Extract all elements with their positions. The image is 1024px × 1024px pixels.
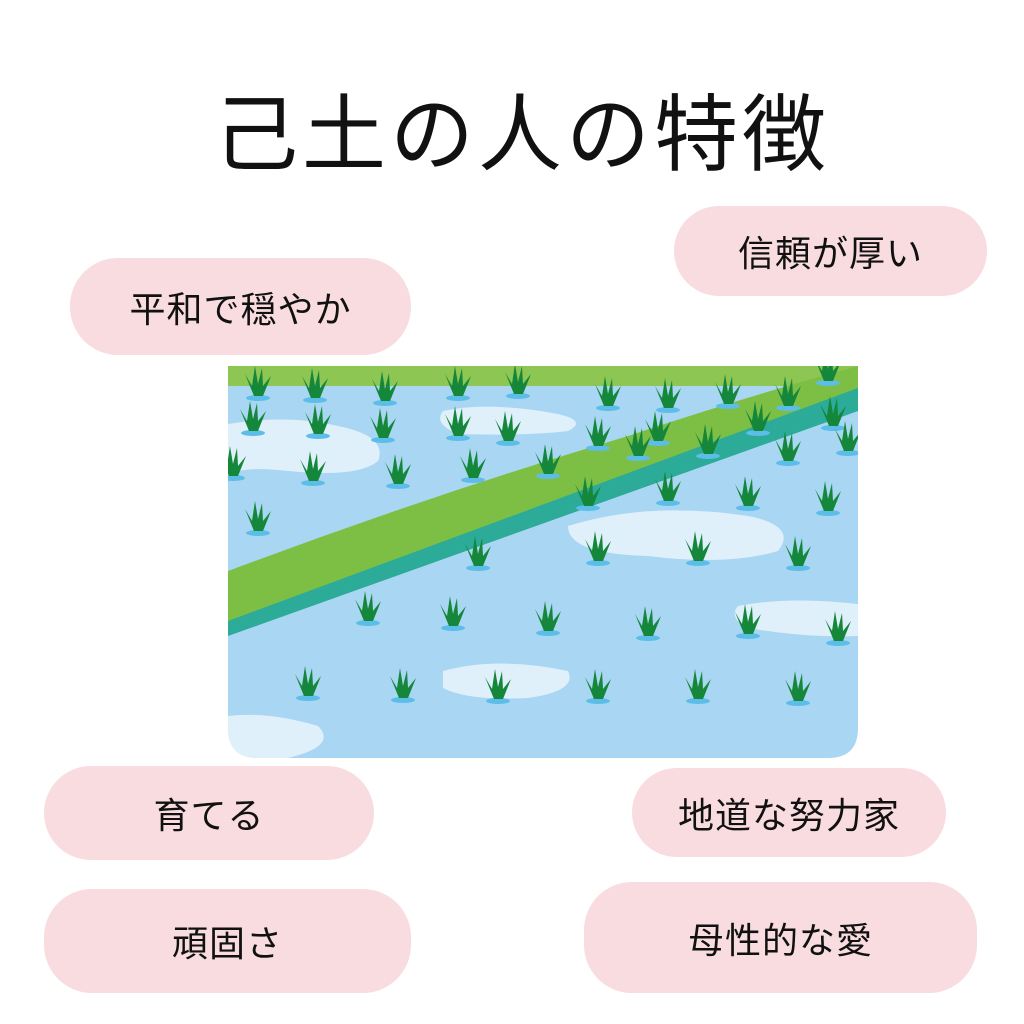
sprout-icon [735, 476, 761, 511]
trait-maternal-love: 母性的な愛 [584, 882, 977, 993]
sprout-icon [825, 611, 851, 646]
sprout-icon [745, 401, 771, 436]
sprout-icon [295, 666, 321, 701]
sprout-icon [305, 404, 331, 439]
trait-trustworthy: 信頼が厚い [674, 206, 987, 296]
sprout-icon [372, 371, 398, 406]
sprout-icon [302, 368, 328, 403]
sprout-icon [635, 606, 661, 641]
sprout-icon [685, 531, 711, 566]
sprout-icon [655, 378, 681, 413]
sprout-icon [495, 411, 521, 446]
sprout-icon [785, 536, 811, 571]
sprout-icon [460, 448, 486, 483]
sprout-icon [835, 421, 858, 456]
sprout-icon [535, 601, 561, 636]
sprout-icon [585, 531, 611, 566]
sprout-icon [370, 408, 396, 443]
sprout-icon [575, 476, 601, 511]
sprout-icon [735, 604, 761, 639]
sprout-icon [585, 669, 611, 704]
sprout-icon [715, 374, 741, 409]
sprout-icon [595, 376, 621, 411]
sprout-icon [585, 416, 611, 451]
sprout-icon [815, 366, 841, 386]
sprout-icon [775, 376, 801, 411]
page-title: 己土の人の特徴 [213, 86, 830, 184]
trait-stubbornness: 頑固さ [44, 889, 411, 993]
sprout-icon [685, 669, 711, 704]
sprout-icon [485, 669, 511, 704]
sprout-icon [695, 424, 721, 459]
sprout-icon [505, 366, 531, 399]
sprout-icon [815, 481, 841, 516]
sprout-icon [785, 671, 811, 706]
rice-paddy-illustration [228, 366, 858, 758]
sprout-icon [535, 444, 561, 479]
sprout-icon [445, 406, 471, 441]
sprouts [228, 366, 858, 706]
sprout-icon [655, 471, 681, 506]
trait-steady-worker: 地道な努力家 [632, 768, 946, 857]
sprout-icon [645, 411, 671, 446]
sprout-icon [775, 431, 801, 466]
sprout-icon [245, 366, 271, 401]
sprout-icon [240, 401, 266, 436]
top-grass [228, 366, 858, 386]
sprout-icon [465, 536, 491, 571]
sprout-icon [355, 591, 381, 626]
grass-bank [228, 366, 858, 621]
sprout-icon [820, 396, 846, 431]
sprout-icon [625, 426, 651, 461]
trait-peaceful: 平和で穏やか [70, 258, 411, 355]
sprout-icon [445, 366, 471, 401]
sprout-icon [300, 451, 326, 486]
sprout-icon [245, 501, 271, 536]
sprout-icon [385, 454, 411, 489]
trait-nurturing: 育てる [44, 766, 374, 860]
sprout-icon [390, 668, 416, 703]
water-reflections [228, 406, 858, 758]
sprout-icon [228, 446, 246, 481]
sprout-icon [440, 596, 466, 631]
